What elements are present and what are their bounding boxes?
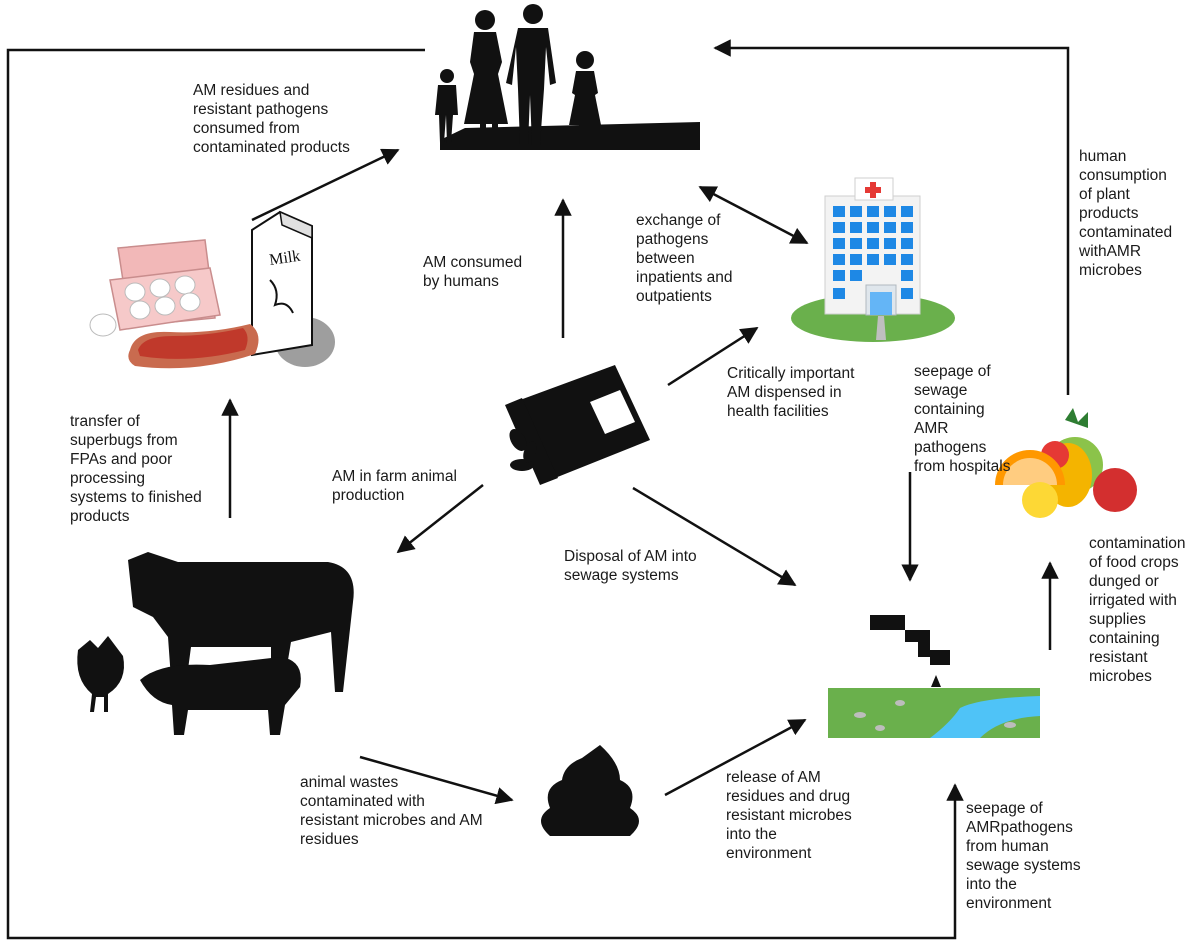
arrow-waste-to-environment <box>664 718 807 797</box>
arrow-am-to-hospital <box>667 326 759 387</box>
medicine-bottle-icon <box>505 365 650 485</box>
label-animal-wastes: animal wastes contaminated with resistan… <box>300 774 483 848</box>
label-transfer-superbugs: transfer of superbugs from FPAs and poor… <box>70 413 202 525</box>
family-silhouette-icon <box>435 4 700 150</box>
outer-loop-right <box>713 39 1070 395</box>
outer-loop-left <box>6 48 964 940</box>
hospital-icon <box>791 177 955 342</box>
label-am-farm: AM in farm animal production <box>332 468 457 504</box>
label-seepage-human-sewage: seepage of AMRpathogens from human sewag… <box>966 800 1081 912</box>
milk-carton-label: Milk <box>268 248 301 269</box>
arrow-am-to-animals <box>396 484 484 554</box>
label-critically-important: Critically important AM dispensed in hea… <box>727 365 855 420</box>
label-disposal-sewage: Disposal of AM into sewage systems <box>564 548 697 584</box>
environment-icon <box>828 615 1040 738</box>
animal-products-icon: Milk <box>89 210 335 369</box>
label-seepage-hospitals: seepage of sewage containing AMR pathoge… <box>914 363 1011 475</box>
arrow-humans-hospital <box>698 185 809 245</box>
label-exchange-pathogens: exchange of pathogens between inpatients… <box>636 212 733 305</box>
arrow-animals-to-waste <box>359 755 514 805</box>
livestock-silhouette-icon <box>77 552 354 735</box>
arrow-products-to-humans <box>251 148 400 222</box>
label-plant-consumption: human consumption of plant products cont… <box>1079 148 1173 279</box>
label-contamination-crops: contamination of food crops dunged or ir… <box>1089 535 1186 685</box>
label-release-residues: release of AM residues and drug resistan… <box>726 769 852 862</box>
arrow-am-to-sewage <box>632 486 797 587</box>
label-residues-consumed: AM residues and resistant pathogens cons… <box>193 82 350 156</box>
label-am-consumed-humans: AM consumed by humans <box>423 254 523 290</box>
fruits-icon <box>995 408 1137 518</box>
animal-waste-icon <box>541 745 639 836</box>
